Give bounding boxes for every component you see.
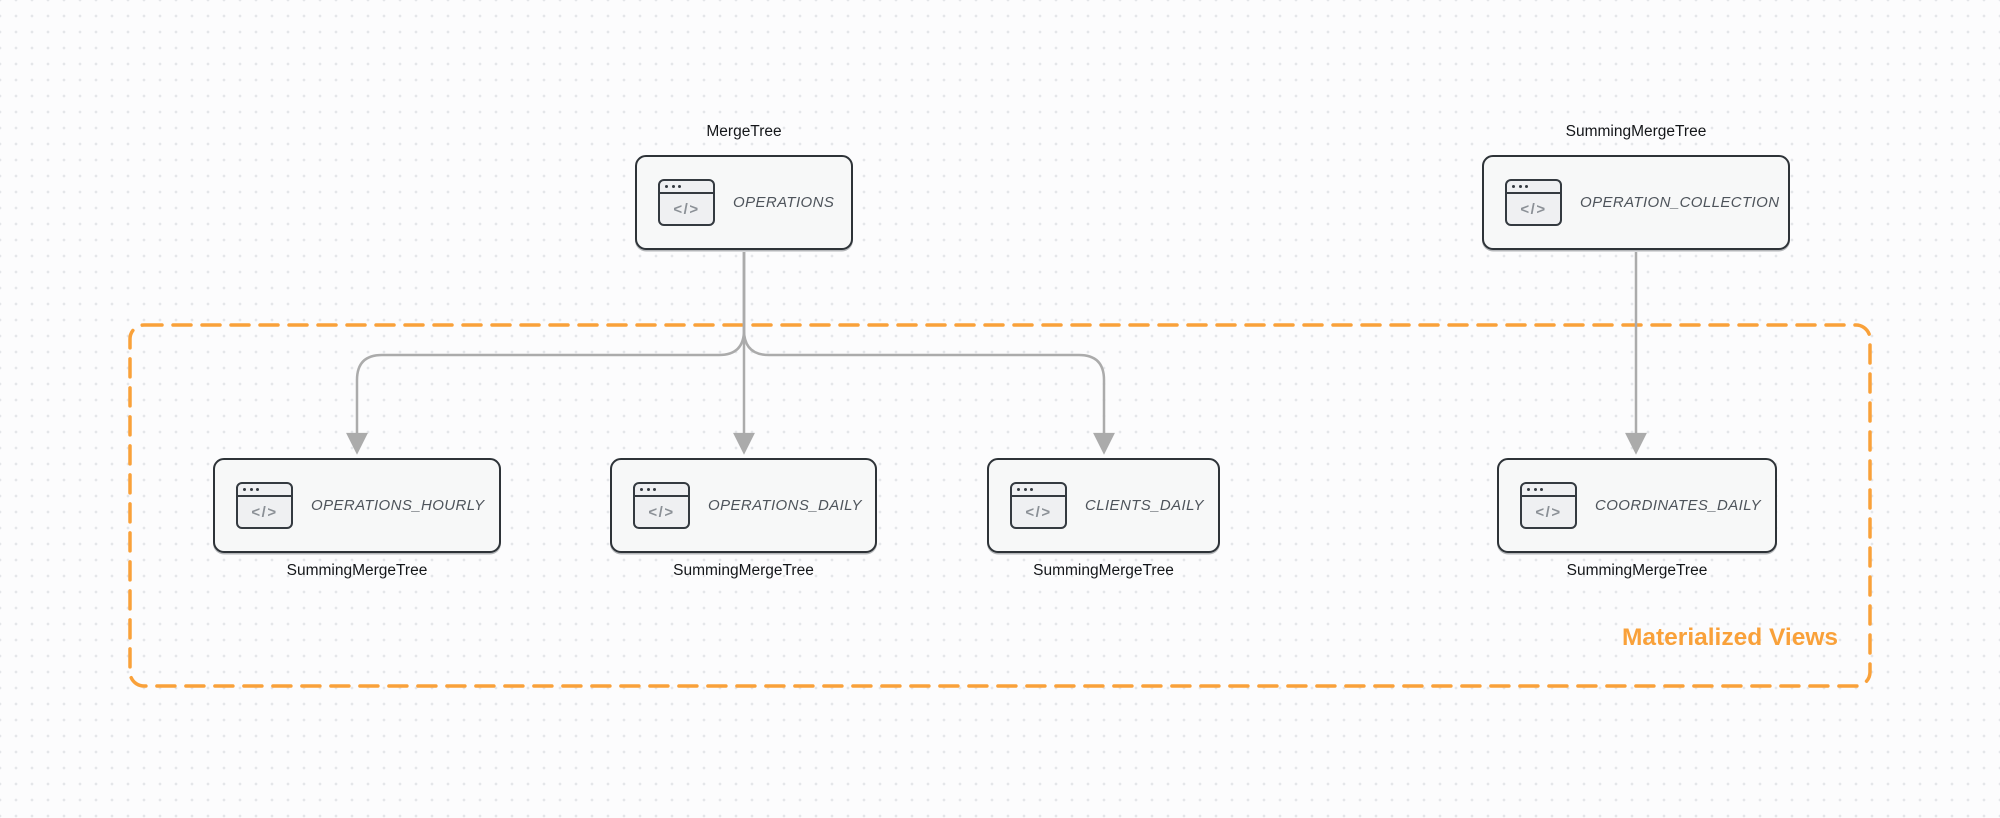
window-dots: [1012, 484, 1065, 497]
node-operations[interactable]: </> OPERATIONS: [635, 155, 853, 250]
node-operations-daily[interactable]: </> OPERATIONS_DAILY: [610, 458, 877, 553]
code-glyph: </>: [1025, 503, 1052, 521]
window-dots: [1522, 484, 1575, 497]
engine-label-operations: MergeTree: [706, 123, 782, 140]
code-glyph: </>: [648, 503, 675, 521]
engine-label-coordinates-daily: SummingMergeTree: [1566, 562, 1708, 579]
table-name-clients-daily: CLIENTS_DAILY: [1085, 497, 1204, 514]
engine-label-clients-daily: SummingMergeTree: [1033, 562, 1174, 579]
code-window-icon: </>: [1505, 179, 1562, 226]
window-dots: [660, 181, 713, 194]
code-glyph: </>: [1520, 200, 1547, 218]
engine-label-operations-daily: SummingMergeTree: [673, 562, 814, 579]
code-glyph: </>: [673, 200, 700, 218]
node-coordinates-daily[interactable]: </> COORDINATES_DAILY: [1497, 458, 1777, 553]
node-operation-collection[interactable]: </> OPERATION_COLLECTION: [1482, 155, 1790, 250]
code-window-icon: </>: [1520, 482, 1577, 529]
edge-operations-to-clients-daily: [742, 252, 1115, 455]
code-window-icon: </>: [658, 179, 715, 226]
code-window-icon: </>: [1010, 482, 1067, 529]
code-window-icon: </>: [633, 482, 690, 529]
table-name-operation-collection: OPERATION_COLLECTION: [1580, 194, 1780, 211]
code-glyph: </>: [1535, 503, 1562, 521]
node-clients-daily[interactable]: </> CLIENTS_DAILY: [987, 458, 1220, 553]
code-window-icon: </>: [236, 482, 293, 529]
engine-label-operation-collection: SummingMergeTree: [1565, 123, 1707, 140]
table-name-coordinates-daily: COORDINATES_DAILY: [1595, 497, 1762, 514]
table-name-operations-daily: OPERATIONS_DAILY: [708, 497, 862, 514]
code-glyph: </>: [251, 503, 278, 521]
node-operations-hourly[interactable]: </> OPERATIONS_HOURLY: [213, 458, 501, 553]
table-name-operations: OPERATIONS: [733, 194, 835, 211]
window-dots: [635, 484, 688, 497]
engine-label-operations-hourly: SummingMergeTree: [286, 562, 428, 579]
materialized-views-label: Materialized Views: [1621, 624, 1839, 651]
edge-operations-to-operations-hourly: [346, 252, 746, 455]
window-dots: [238, 484, 291, 497]
table-name-operations-hourly: OPERATIONS_HOURLY: [311, 497, 485, 514]
window-dots: [1507, 181, 1560, 194]
